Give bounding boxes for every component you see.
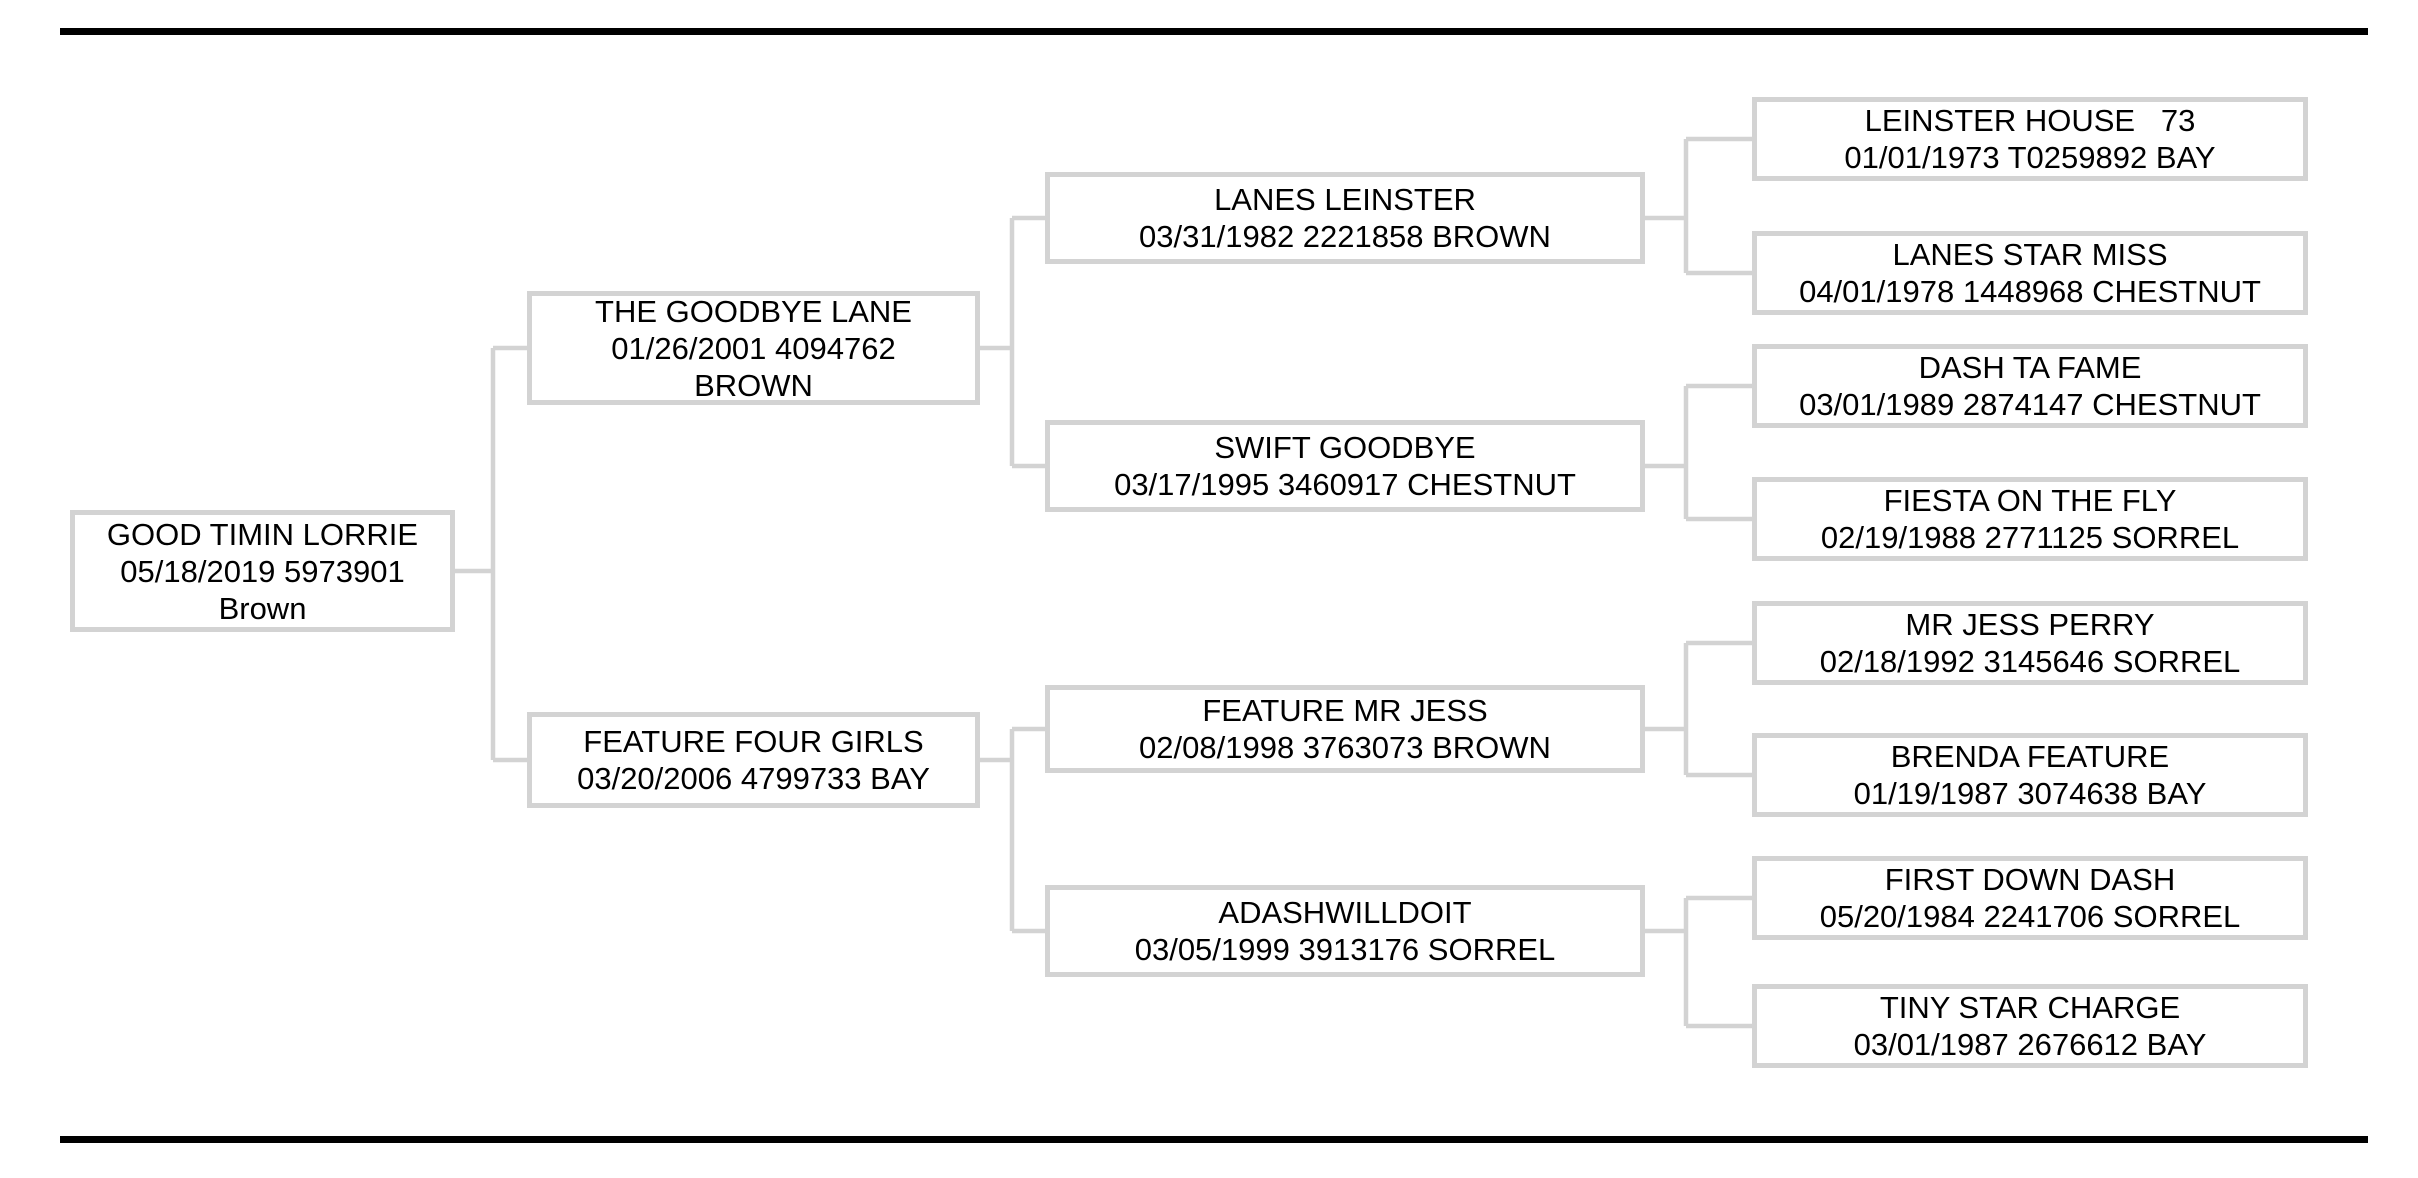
pedigree-node-dam-sire: FEATURE MR JESS 02/08/1998 3763073 BROWN bbox=[1045, 685, 1645, 773]
connector-dam-sire-to-parents bbox=[1645, 640, 1752, 778]
horse-birth-reg: 05/20/1984 2241706 SORREL bbox=[1819, 899, 2241, 934]
horse-coat: BROWN bbox=[694, 367, 813, 403]
pedigree-node-sire-dam: SWIFT GOODBYE 03/17/1995 3460917 CHESTNU… bbox=[1045, 420, 1645, 512]
pedigree-node-dam: FEATURE FOUR GIRLS 03/20/2006 4799733 BA… bbox=[527, 712, 980, 808]
horse-name: DASH TA FAME bbox=[1918, 350, 2142, 385]
pedigree-node-sire-sire-sire: LEINSTER HOUSE 73 01/01/1973 T0259892 BA… bbox=[1752, 97, 2308, 181]
bottom-rule bbox=[60, 1136, 2368, 1143]
horse-name: BRENDA FEATURE bbox=[1890, 739, 2170, 774]
pedigree-node-sire-dam-dam: FIESTA ON THE FLY 02/19/1988 2771125 SOR… bbox=[1752, 477, 2308, 561]
horse-birth-reg: 03/31/1982 2221858 BROWN bbox=[1139, 219, 1551, 254]
horse-birth-reg: 03/20/2006 4799733 BAY bbox=[577, 761, 930, 796]
horse-birth-reg: 03/01/1989 2874147 CHESTNUT bbox=[1799, 387, 2261, 422]
connector-sire-dam-to-parents bbox=[1645, 383, 1752, 522]
horse-name: ADASHWILLDOIT bbox=[1218, 895, 1472, 930]
pedigree-node-sire-sire: LANES LEINSTER 03/31/1982 2221858 BROWN bbox=[1045, 172, 1645, 264]
horse-name: FIRST DOWN DASH bbox=[1884, 862, 2176, 897]
connector-sire-to-parents bbox=[980, 215, 1045, 469]
horse-birth-reg: 05/18/2019 5973901 bbox=[120, 553, 405, 589]
horse-name: FEATURE MR JESS bbox=[1202, 693, 1488, 728]
horse-name: LEINSTER HOUSE 73 bbox=[1864, 103, 2196, 138]
horse-coat: Brown bbox=[218, 590, 307, 626]
horse-birth-reg: 01/26/2001 4094762 bbox=[611, 330, 896, 366]
pedigree-node-sire: THE GOODBYE LANE 01/26/2001 4094762 BROW… bbox=[527, 291, 980, 405]
horse-birth-reg: 02/19/1988 2771125 SORREL bbox=[1820, 520, 2240, 555]
horse-name: TINY STAR CHARGE bbox=[1879, 990, 2181, 1025]
pedigree-node-sire-sire-dam: LANES STAR MISS 04/01/1978 1448968 CHEST… bbox=[1752, 231, 2308, 315]
horse-name: LANES LEINSTER bbox=[1214, 182, 1476, 217]
pedigree-node-sire-dam-sire: DASH TA FAME 03/01/1989 2874147 CHESTNUT bbox=[1752, 344, 2308, 428]
horse-birth-reg: 02/08/1998 3763073 BROWN bbox=[1139, 730, 1551, 765]
horse-name: MR JESS PERRY bbox=[1905, 607, 2155, 642]
horse-birth-reg: 01/01/1973 T0259892 BAY bbox=[1844, 140, 2216, 175]
connector-dam-to-parents bbox=[980, 726, 1045, 934]
horse-name: FEATURE FOUR GIRLS bbox=[583, 724, 924, 759]
horse-birth-reg: 04/01/1978 1448968 CHESTNUT bbox=[1799, 274, 2261, 309]
horse-name: THE GOODBYE LANE bbox=[595, 293, 912, 329]
top-rule bbox=[60, 28, 2368, 35]
pedigree-node-dam-sire-dam: BRENDA FEATURE 01/19/1987 3074638 BAY bbox=[1752, 733, 2308, 817]
pedigree-node-dam-dam: ADASHWILLDOIT 03/05/1999 3913176 SORREL bbox=[1045, 885, 1645, 977]
pedigree-node-dam-dam-sire: FIRST DOWN DASH 05/20/1984 2241706 SORRE… bbox=[1752, 856, 2308, 940]
horse-birth-reg: 01/19/1987 3074638 BAY bbox=[1853, 776, 2207, 811]
connector-dam-dam-to-parents bbox=[1645, 895, 1752, 1029]
horse-birth-reg: 03/05/1999 3913176 SORREL bbox=[1134, 932, 1556, 967]
horse-name: FIESTA ON THE FLY bbox=[1883, 483, 2177, 518]
horse-name: LANES STAR MISS bbox=[1892, 237, 2168, 272]
pedigree-node-dam-dam-dam: TINY STAR CHARGE 03/01/1987 2676612 BAY bbox=[1752, 984, 2308, 1068]
horse-birth-reg: 03/01/1987 2676612 BAY bbox=[1853, 1027, 2207, 1062]
connector-subject-to-parents bbox=[455, 345, 527, 763]
horse-birth-reg: 02/18/1992 3145646 SORREL bbox=[1819, 644, 2241, 679]
horse-birth-reg: 03/17/1995 3460917 CHESTNUT bbox=[1114, 467, 1576, 502]
connector-sire-sire-to-parents bbox=[1645, 136, 1752, 276]
horse-name: SWIFT GOODBYE bbox=[1214, 430, 1476, 465]
horse-name: GOOD TIMIN LORRIE bbox=[106, 516, 419, 552]
pedigree-node-dam-sire-sire: MR JESS PERRY 02/18/1992 3145646 SORREL bbox=[1752, 601, 2308, 685]
pedigree-node-subject: GOOD TIMIN LORRIE 05/18/2019 5973901 Bro… bbox=[70, 510, 455, 632]
